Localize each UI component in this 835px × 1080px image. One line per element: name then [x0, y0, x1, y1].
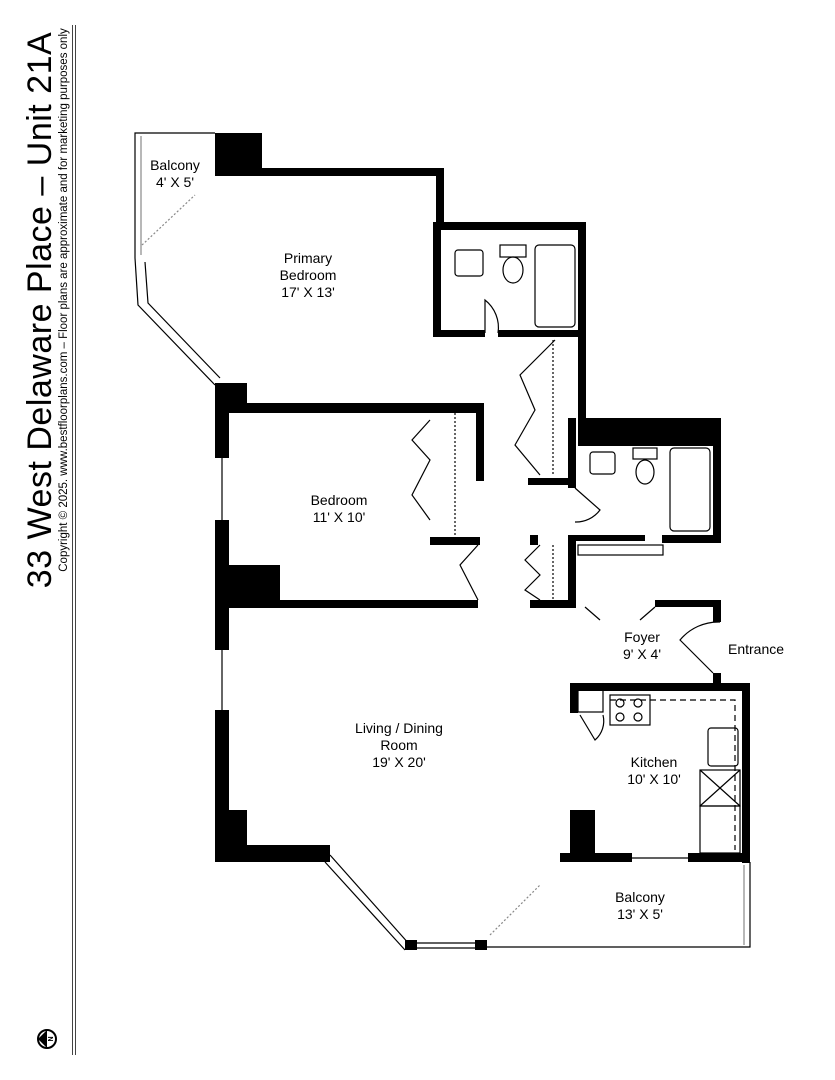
room-size: 9' X 4' — [622, 646, 662, 662]
room-size: 19' X 20' — [372, 754, 426, 770]
north-arrow-icon: N — [37, 1029, 57, 1049]
room-size: 4' X 5' — [155, 174, 195, 190]
divider — [72, 25, 76, 1055]
room-size: 10' X 10' — [627, 771, 681, 787]
room-size: 13' X 5' — [617, 906, 663, 922]
room-size: 17' X 13' — [281, 284, 335, 300]
room-entrance: Entrance — [728, 641, 784, 658]
room-size: 11' X 10' — [312, 509, 366, 525]
walls — [215, 133, 750, 950]
room-name: Balcony — [150, 157, 200, 173]
room-name: Living / Dining Room — [355, 720, 443, 753]
room-name: Balcony — [615, 889, 665, 905]
room-name: Primary Bedroom — [279, 250, 337, 283]
room-name: Entrance — [727, 641, 785, 657]
room-name: Kitchen — [630, 754, 678, 770]
compass-label: N — [48, 1036, 55, 1041]
room-name: Foyer — [624, 629, 660, 645]
room-name: Bedroom — [310, 492, 368, 508]
